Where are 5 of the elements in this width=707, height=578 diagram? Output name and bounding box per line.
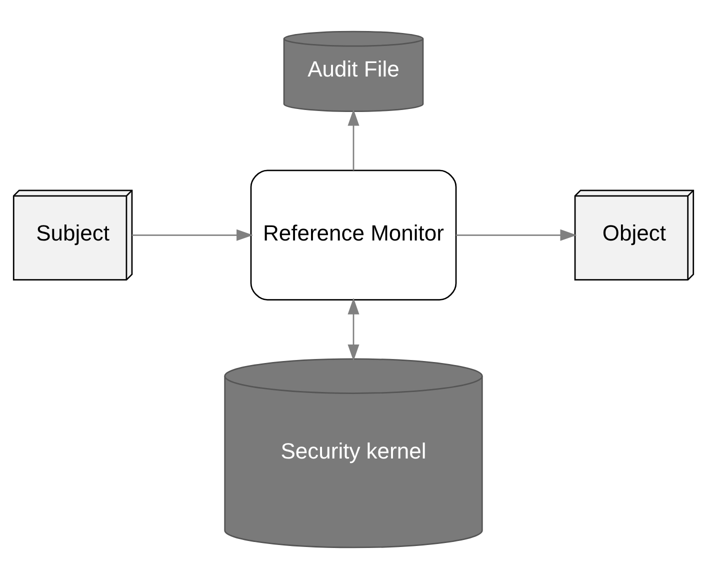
arrow [132, 228, 254, 240]
arrow [348, 297, 360, 361]
arrow [348, 108, 360, 170]
node-box: Reference Monitor [250, 169, 457, 300]
arrow [456, 228, 577, 240]
